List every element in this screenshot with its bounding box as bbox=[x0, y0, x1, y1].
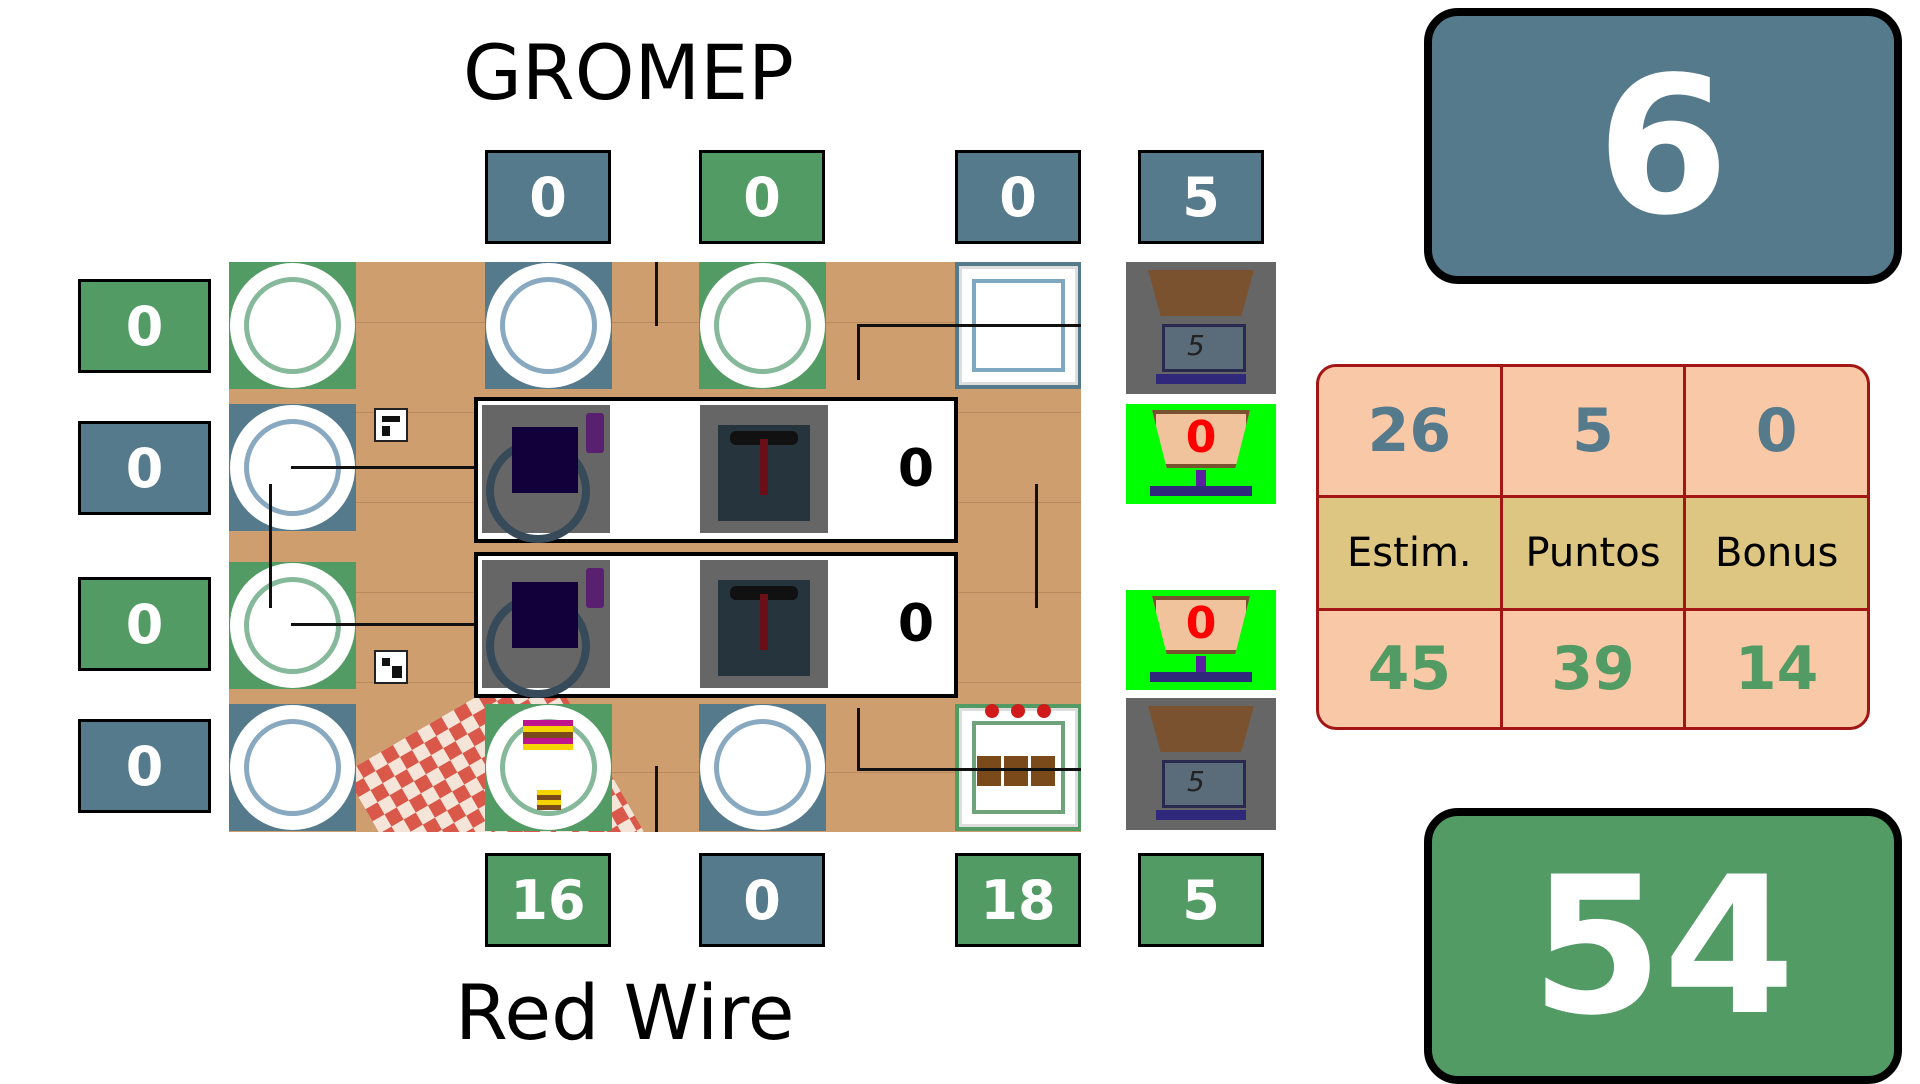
cake-slice-icon bbox=[537, 790, 561, 810]
robot-face-icon bbox=[700, 405, 828, 533]
column-score-top-1: 0 bbox=[485, 150, 611, 244]
board-tile[interactable] bbox=[485, 704, 612, 831]
marker-icon bbox=[374, 408, 408, 442]
wire bbox=[1035, 484, 1038, 608]
stats-top-value: 5 bbox=[1499, 367, 1684, 495]
plate-icon bbox=[700, 705, 825, 830]
row-score-left-3: 0 bbox=[78, 577, 211, 671]
cake-tray-icon bbox=[977, 756, 1057, 786]
column-score-top-4: 5 bbox=[1138, 150, 1264, 244]
stats-bottom-value: 14 bbox=[1683, 605, 1867, 727]
stats-top-value: 26 bbox=[1367, 396, 1452, 466]
stats-top-value: 0 bbox=[1683, 367, 1867, 495]
row-score-left-4: 0 bbox=[78, 719, 211, 813]
robot-panel-2[interactable]: 0 bbox=[474, 552, 958, 698]
robot-panel-1[interactable]: 0 bbox=[474, 397, 958, 543]
wire bbox=[655, 262, 658, 326]
bottom-big-score: 54 bbox=[1424, 808, 1902, 1084]
plate-icon bbox=[486, 263, 611, 388]
board-tile[interactable] bbox=[229, 262, 356, 389]
plate-icon bbox=[230, 263, 355, 388]
basket-scale-icon: 5 bbox=[1126, 262, 1276, 394]
robot-icon bbox=[482, 405, 610, 543]
cake-icon bbox=[523, 720, 573, 750]
row-score-left-1: 0 bbox=[78, 279, 211, 373]
cherry-icon bbox=[1011, 704, 1025, 718]
cup-value: 0 bbox=[1185, 412, 1217, 463]
wire bbox=[857, 324, 1081, 327]
column-score-bottom-3: 18 bbox=[955, 853, 1081, 947]
board-tile[interactable] bbox=[955, 704, 1081, 831]
board-tile[interactable] bbox=[699, 704, 826, 831]
wire bbox=[291, 623, 475, 626]
robot-icon bbox=[482, 560, 610, 698]
cup-counter-1: 0 bbox=[1126, 404, 1276, 504]
stats-label: Bonus bbox=[1683, 498, 1867, 608]
scale-display: 5 bbox=[1187, 765, 1205, 798]
cup-counter-2: 0 bbox=[1126, 590, 1276, 690]
column-score-bottom-4: 5 bbox=[1138, 853, 1264, 947]
stats-label: Puntos bbox=[1499, 498, 1684, 608]
column-score-top-2: 0 bbox=[699, 150, 825, 244]
wire bbox=[291, 466, 475, 469]
game-board bbox=[229, 262, 1081, 832]
bottom-player-name: Red Wire bbox=[455, 968, 795, 1057]
cherry-icon bbox=[1037, 704, 1051, 718]
wire bbox=[857, 708, 860, 768]
column-score-top-3: 0 bbox=[955, 150, 1081, 244]
robot-count: 0 bbox=[897, 439, 934, 499]
wire bbox=[269, 484, 272, 608]
board-tile[interactable] bbox=[229, 704, 356, 831]
wire bbox=[857, 768, 1081, 771]
stats-bottom-value: 39 bbox=[1499, 605, 1684, 727]
basket-scale-icon: 5 bbox=[1126, 698, 1276, 830]
scale-display: 5 bbox=[1187, 329, 1205, 362]
cup-value: 0 bbox=[1185, 598, 1217, 649]
row-score-left-2: 0 bbox=[78, 421, 211, 515]
column-score-bottom-1: 16 bbox=[485, 853, 611, 947]
plate-icon bbox=[230, 705, 355, 830]
cherry-icon bbox=[985, 704, 999, 718]
wire bbox=[857, 324, 860, 380]
robot-count: 0 bbox=[897, 594, 934, 654]
robot-face-icon bbox=[700, 560, 828, 688]
wire bbox=[655, 766, 658, 832]
marker-icon bbox=[374, 650, 408, 684]
column-score-bottom-2: 0 bbox=[699, 853, 825, 947]
top-big-score: 6 bbox=[1424, 8, 1902, 284]
board-tile[interactable] bbox=[485, 262, 612, 389]
plate-icon bbox=[700, 263, 825, 388]
top-player-name: GROMEP bbox=[463, 28, 794, 117]
stats-label: Estim. bbox=[1347, 530, 1472, 576]
stats-bottom-value: 45 bbox=[1367, 634, 1452, 704]
stats-table: 26 5 0 Estim. Puntos Bonus 45 39 14 bbox=[1316, 364, 1870, 730]
board-tile[interactable] bbox=[699, 262, 826, 389]
